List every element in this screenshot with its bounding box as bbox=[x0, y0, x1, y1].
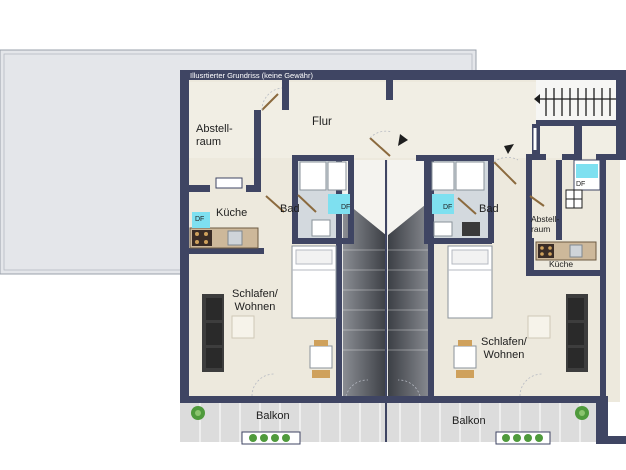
label-bad-left: Bad bbox=[280, 203, 300, 215]
df-label-bad-left: DF bbox=[341, 204, 351, 211]
label-balkon-right: Balkon bbox=[452, 415, 486, 427]
label-flur: Flur bbox=[312, 116, 332, 128]
label-schlafen-left-line1: Schlafen/ bbox=[232, 288, 278, 300]
label-schlafen-left: Schlafen/ Wohnen bbox=[232, 288, 278, 314]
df-label-right: DF bbox=[576, 181, 586, 188]
label-kueche-left: Küche bbox=[216, 207, 248, 219]
label-abstellraum-left-line1: Abstell- bbox=[196, 123, 233, 135]
label-abstellraum-right-line2: raum bbox=[531, 224, 551, 234]
label-balkon-left: Balkon bbox=[256, 410, 290, 422]
label-abstellraum-right-line1: Abstell- bbox=[531, 214, 560, 224]
label-bad-right: Bad bbox=[479, 203, 499, 215]
label-abstellraum-right: Abstell- raum bbox=[531, 214, 559, 234]
plan-caption: Illusrtierter Grundriss (keine Gewähr) bbox=[190, 71, 313, 80]
label-schlafen-right: Schlafen/ Wohnen bbox=[481, 336, 527, 362]
label-abstellraum-left-line2: raum bbox=[196, 136, 222, 148]
label-abstellraum-left: Abstell- raum bbox=[196, 123, 233, 149]
label-schlafen-right-line1: Schlafen/ bbox=[481, 336, 527, 348]
df-label-kueche-left: DF bbox=[195, 216, 205, 223]
label-kueche-right: Küche bbox=[549, 259, 574, 269]
label-schlafen-right-line2: Wohnen bbox=[483, 349, 525, 361]
label-schlafen-left-line2: Wohnen bbox=[234, 301, 276, 313]
df-label-bad-right: DF bbox=[443, 204, 453, 211]
